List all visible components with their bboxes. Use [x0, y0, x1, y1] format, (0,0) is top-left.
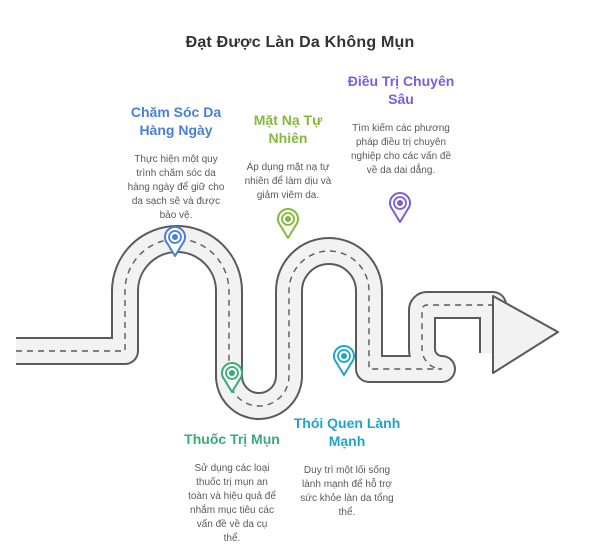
step-description: Sử dụng các loại thuốc trị mụn an toàn v… [188, 463, 276, 544]
step-acne-medicine: Thuốc Trị Mụn Sử dụng các loại thuốc trị… [173, 430, 291, 546]
step-description: Thực hiện một quy trình chăm sóc da hàng… [127, 154, 225, 221]
step-title: Chăm Sóc Da Hàng Ngày [130, 104, 222, 138]
location-pins [164, 192, 411, 393]
step-daily-care: Chăm Sóc Da Hàng Ngày Thực hiện một quy … [124, 103, 228, 223]
location-pin-icon [164, 226, 186, 257]
location-pin-icon [221, 362, 243, 393]
step-healthy-habits: Thói Quen Lành Mạnh Duy trì một lối sống… [288, 414, 406, 520]
winding-road [16, 225, 559, 420]
step-title: Thuốc Trị Mụn [184, 431, 280, 447]
step-description: Tìm kiếm các phương pháp điều trị chuyên… [350, 123, 452, 176]
step-title: Điều Trị Chuyên Sâu [347, 73, 455, 107]
location-pin-icon [277, 208, 299, 239]
road-arrow-head [492, 295, 559, 374]
page-title: Đạt Được Làn Da Không Mụn [185, 34, 415, 51]
step-description: Áp dụng mặt nạ tự nhiên để làm dịu và gi… [244, 162, 332, 201]
location-pin-icon [389, 192, 411, 223]
road-surface [16, 227, 505, 418]
step-description: Duy trì một lối sống lành mạnh để hỗ trợ… [300, 465, 394, 518]
step-specialist-treatment: Điều Trị Chuyên Sâu Tìm kiếm các phương … [340, 72, 462, 178]
step-natural-mask: Mặt Nạ Tự Nhiên Áp dụng mặt nạ tự nhiên … [240, 111, 336, 203]
step-title: Mặt Nạ Tự Nhiên [253, 112, 323, 146]
location-pin-icon [333, 345, 355, 376]
step-title: Thói Quen Lành Mạnh [293, 415, 401, 449]
